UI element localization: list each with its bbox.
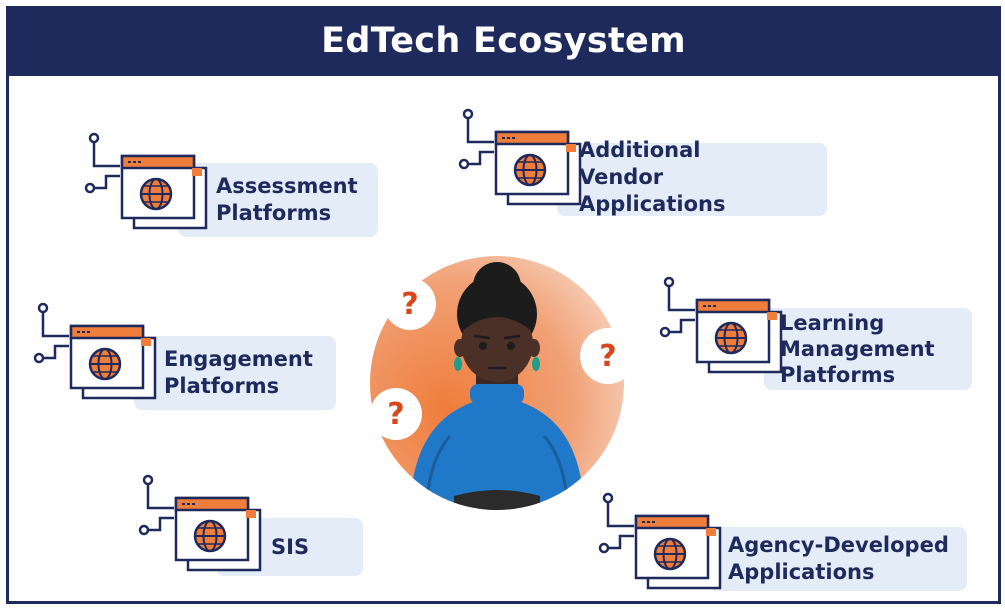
node-additional-vendor: Additional Vendor Applications <box>557 138 827 216</box>
node-label: Agency-Developed Applications <box>728 533 949 584</box>
node-label: Engagement Platforms <box>164 347 313 398</box>
question-mark-icon: ? <box>370 388 422 440</box>
node-label: Learning Management Platforms <box>780 311 935 387</box>
browser-window-icon <box>659 276 783 374</box>
node-assessment: Assessment Platforms <box>178 163 378 237</box>
node-label: Assessment Platforms <box>216 174 358 225</box>
browser-window-icon <box>138 474 262 572</box>
node-label: SIS <box>271 534 310 559</box>
node-lms: Learning Management Platforms <box>764 308 972 390</box>
center-person: ? ? ? <box>370 256 636 510</box>
browser-window-icon <box>84 132 208 230</box>
title-banner: EdTech Ecosystem <box>6 6 1001 76</box>
question-mark-icon: ? <box>580 328 636 384</box>
browser-window-icon <box>598 492 722 590</box>
diagram-title: EdTech Ecosystem <box>321 21 686 61</box>
question-mark-icon: ? <box>384 278 436 330</box>
node-engagement: Engagement Platforms <box>134 336 336 410</box>
confused-person-icon <box>370 256 624 510</box>
node-agency: Agency-Developed Applications <box>708 527 967 591</box>
node-label: Additional Vendor Applications <box>579 138 726 216</box>
browser-window-icon <box>33 302 157 400</box>
browser-window-icon <box>458 108 582 206</box>
